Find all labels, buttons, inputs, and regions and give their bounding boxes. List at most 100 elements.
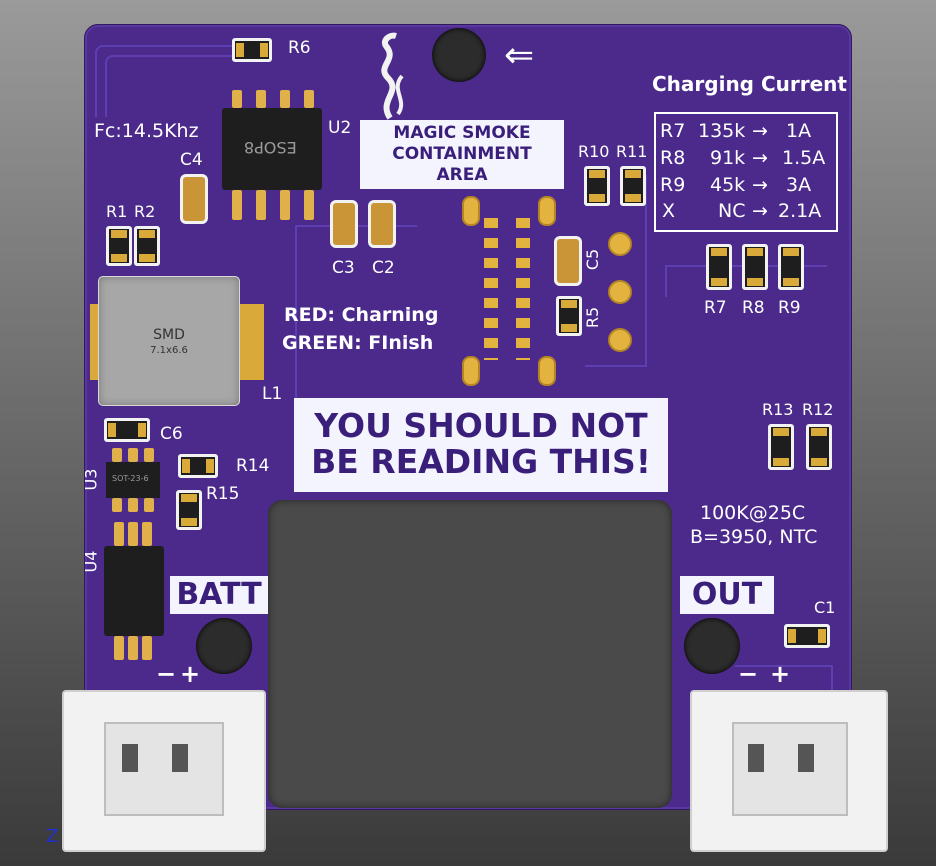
capacitor-c6 [104, 418, 150, 442]
inductor-size: 7.1x6.6 [150, 345, 188, 356]
label-r13: R13 [762, 400, 794, 419]
out-connector[interactable] [690, 690, 888, 852]
label-r1: R1 [106, 202, 128, 221]
ic-u4 [104, 546, 164, 636]
resistor-r7 [706, 244, 732, 290]
mounting-hole-left [196, 618, 252, 674]
row-value: 91k [710, 147, 746, 169]
led-info-red: RED: Charning [284, 304, 439, 326]
label-u4: U4 [81, 550, 101, 573]
out-pin [798, 744, 814, 772]
out-minus: − [738, 660, 759, 688]
header-pad [462, 196, 480, 226]
pin [112, 448, 122, 462]
capacitor-c2 [368, 200, 396, 248]
resistor-r8 [742, 244, 768, 290]
label-r11: R11 [616, 142, 648, 161]
inductor-marking: SMD [153, 327, 185, 343]
warning-label: YOU SHOULD NOT BE READING THIS! [294, 398, 668, 492]
resistor-r11 [620, 166, 646, 206]
capacitor-c1 [784, 624, 830, 648]
resistor-r9 [778, 244, 804, 290]
pin [304, 190, 314, 220]
charging-table: R7 135k → 1A R8 91k → 1.5A R9 45k → 3A X… [654, 112, 838, 232]
pin [128, 522, 138, 546]
label-c5: C5 [583, 248, 603, 271]
label-r14: R14 [236, 456, 270, 476]
row-arrow: → [752, 120, 768, 142]
header-pad [538, 356, 556, 386]
batt-label: BATT [170, 576, 268, 614]
ic-u3-marking: SOT-23-6 [112, 474, 149, 483]
pin [128, 448, 138, 462]
row-arrow: → [752, 200, 768, 222]
led-pad [608, 328, 632, 352]
batt-minus: − [156, 660, 177, 688]
row-current: 2.1A [778, 200, 822, 222]
pin [256, 190, 266, 220]
resistor-r1 [106, 226, 132, 266]
trace [95, 45, 237, 117]
pin [280, 90, 290, 108]
batt-plus: + [180, 660, 201, 688]
label-c2: C2 [372, 258, 395, 278]
ntc-line-1: 100K@25C [700, 502, 806, 524]
row-value: NC [718, 200, 746, 222]
capacitor-c3 [330, 200, 358, 248]
row-current: 1A [786, 120, 812, 142]
row-value: 135k [698, 120, 746, 142]
ic-u2-marking: ESOP8 [244, 138, 297, 157]
arrow-left-icon: ⇐ [504, 35, 535, 76]
batt-connector[interactable] [62, 690, 266, 852]
pin [114, 522, 124, 546]
capacitor-c4 [180, 174, 208, 224]
resistor-r2 [134, 226, 160, 266]
header-pins-right [516, 218, 530, 360]
label-u2: U2 [328, 118, 352, 138]
charging-title: Charging Current [652, 72, 847, 96]
resistor-r14 [178, 454, 218, 478]
resistor-r12 [806, 424, 832, 470]
header-pad [462, 356, 480, 386]
mounting-hole-top [432, 28, 486, 82]
label-r12: R12 [802, 400, 834, 419]
battery-cutout [268, 500, 672, 808]
pin [280, 190, 290, 220]
pin [144, 448, 154, 462]
label-r2: R2 [134, 202, 156, 221]
warning-line-2: BE READING THIS! [311, 442, 651, 481]
batt-pin [122, 744, 138, 772]
row-ref: R8 [660, 147, 686, 169]
warning-line-1: YOU SHOULD NOT [314, 406, 648, 445]
pin [114, 636, 124, 660]
label-c6: C6 [160, 424, 183, 444]
pin [128, 636, 138, 660]
resistor-r6 [232, 38, 272, 62]
led-pad [608, 232, 632, 256]
header-pad [538, 196, 556, 226]
label-r6: R6 [288, 38, 311, 58]
row-arrow: → [752, 174, 768, 196]
capacitor-c5 [554, 236, 582, 286]
resistor-r13 [768, 424, 794, 470]
pin [144, 498, 154, 512]
label-c4: C4 [180, 150, 203, 170]
row-value: 45k [710, 174, 746, 196]
ntc-line-2: B=3950, NTC [690, 526, 818, 548]
magic-smoke-label: MAGIC SMOKE CONTAINMENT AREA [360, 120, 564, 189]
row-current: 1.5A [782, 147, 826, 169]
pin [232, 190, 242, 220]
out-pin [748, 744, 764, 772]
resistor-r5 [556, 296, 582, 336]
led-info-green: GREEN: FInish [282, 332, 434, 354]
row-ref: R7 [660, 120, 686, 142]
row-arrow: → [752, 147, 768, 169]
pin [256, 90, 266, 108]
magic-smoke-line-2: CONTAINMENT [392, 144, 532, 164]
row-current: 3A [786, 174, 812, 196]
label-r5: R5 [583, 306, 603, 329]
pin [304, 90, 314, 108]
pin [142, 636, 152, 660]
label-c3: C3 [332, 258, 355, 278]
smoke-icon [381, 32, 404, 120]
